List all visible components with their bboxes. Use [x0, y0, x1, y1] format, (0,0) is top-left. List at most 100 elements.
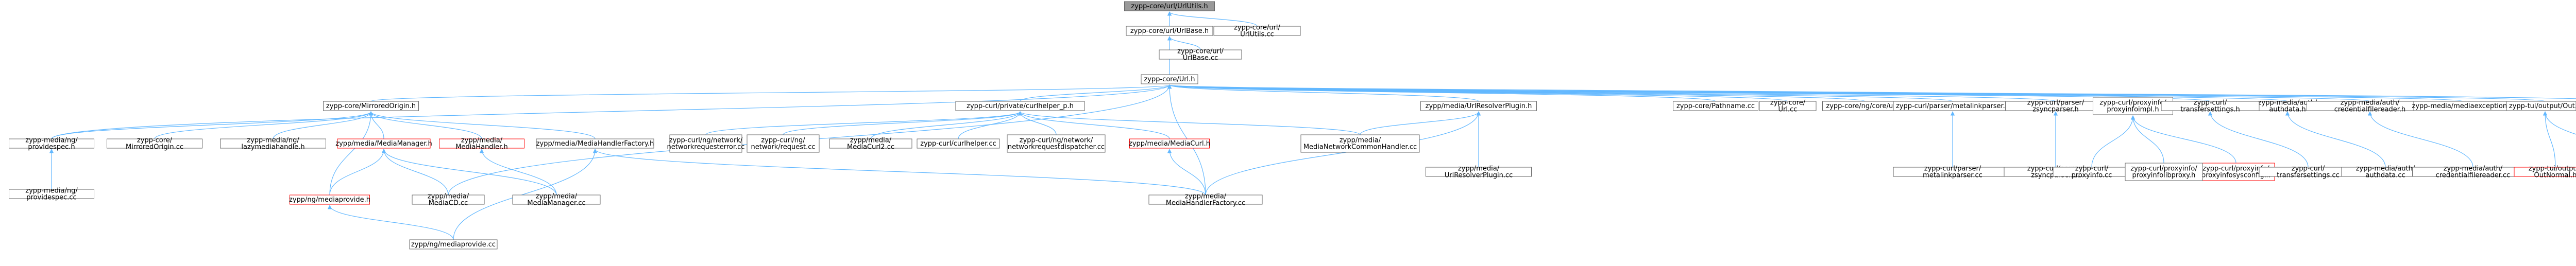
node-box — [1126, 26, 1213, 36]
node-label: zypp-curl/ng/network/networkrequesterror… — [667, 137, 745, 151]
graph-node[interactable]: zypp-curl/parser/metalinkparser.h — [1893, 101, 2012, 111]
graph-node[interactable]: zypp-media/mediaexception.h — [2412, 101, 2514, 111]
dependency-edge — [1205, 111, 1481, 196]
node-box — [412, 194, 485, 205]
graph-node[interactable]: zypp/media/MediaHandlerFactory.h — [536, 138, 654, 149]
graph-node[interactable]: zypp-curl/proxyinfo/proxyinfoimpl.h — [2093, 97, 2173, 115]
graph-node[interactable]: zypp/media/UrlResolverPlugin.cc — [1426, 165, 1532, 180]
node-box — [1300, 134, 1420, 153]
node-box — [829, 138, 912, 149]
node-label: zypp/media/MediaHandler.h — [455, 137, 507, 151]
dependency-edge — [2543, 111, 2556, 168]
dependency-edge — [1018, 111, 1057, 135]
node-box — [9, 138, 94, 149]
dependency-edge — [1167, 11, 1258, 27]
dependency-edge — [1167, 84, 1479, 102]
dependency-edge — [2285, 111, 2386, 168]
graph-node[interactable]: zypp/media/MediaHandler.h — [439, 137, 524, 151]
graph-node[interactable]: zypp-core/MirroredOrigin.cc — [107, 137, 202, 151]
node-label: zypp/media/MediaManager.cc — [527, 193, 585, 207]
graph-node[interactable]: zypp-curl/ng/network/networkrequestdispa… — [1007, 134, 1106, 153]
graph-node[interactable]: zypp/ng/mediaprovide.h — [289, 194, 370, 205]
graph-node[interactable]: zypp/media/MediaCurl.h — [1129, 138, 1210, 149]
graph-node[interactable]: zypp-media/auth/credentialfilereader.h — [2307, 99, 2433, 114]
graph-node[interactable]: zypp/media/MediaHandlerFactory.cc — [1148, 193, 1263, 207]
node-box — [1420, 101, 1537, 111]
graph-node[interactable]: zypp-curl/parser/metalinkparser.cc — [1893, 165, 2012, 180]
graph-node[interactable]: zypp-curl/private/curlhelper_p.h — [955, 101, 1085, 111]
node-box — [1426, 167, 1532, 177]
node-box — [323, 101, 419, 111]
node-label: zypp-core/MirroredOrigin.cc — [126, 137, 183, 151]
node-box — [1673, 101, 1758, 111]
graph-node[interactable]: zypp-media/auth/authdata.cc — [2341, 165, 2430, 180]
graph-node[interactable]: zypp/ng/mediaprovide.cc — [409, 239, 498, 250]
graph-node[interactable]: zypp-core/url/UrlBase.h — [1126, 26, 1213, 36]
dependency-edge — [1018, 111, 1170, 139]
graph-node[interactable]: zypp-curl/ng/network/request.cc — [747, 134, 820, 153]
graph-node[interactable]: zypp-core/url/UrlBase.cc — [1159, 48, 1242, 62]
node-box — [2125, 163, 2203, 181]
graph-node[interactable]: zypp-curl/transfersettings.cc — [2259, 165, 2358, 180]
dependency-edge — [370, 84, 1172, 102]
graph-node[interactable]: zypp-core/MirroredOrigin.h — [323, 101, 419, 111]
graph-node[interactable]: zypp-curl/proxyinfo/proxyinfolibproxy.h — [2125, 163, 2203, 181]
node-label: zypp-media/auth/credentialfilereader.cc — [2436, 165, 2511, 180]
dependency-edge — [381, 149, 449, 196]
node-box — [955, 101, 1085, 111]
graph-node[interactable]: zypp-curl/curlhelper.cc — [917, 138, 1000, 149]
graph-node[interactable]: zypp-core/Pathname.cc — [1673, 101, 1758, 111]
graph-node[interactable]: zypp-media/ng/lazymediahandle.h — [220, 137, 326, 151]
node-label: zypp-tui/output/OutNormal.h — [2529, 165, 2576, 180]
graph-node[interactable]: zypp-core/ng/core/url.h — [1822, 101, 1908, 111]
node-label: zypp/media/MediaCurl2.cc — [847, 137, 894, 151]
node-box — [1141, 74, 1198, 84]
dependency-edge — [1168, 84, 2576, 99]
node-label: zypp-curl/proxyinfo/proxyinfosysconfig.h — [2201, 165, 2270, 180]
graph-node[interactable]: zypp-core/url/UrlUtils.cc — [1213, 24, 1301, 39]
node-box — [107, 138, 202, 149]
node-label: zypp/media/MediaManager.h — [335, 140, 432, 148]
graph-node[interactable]: zypp/media/MediaManager.h — [335, 138, 432, 149]
dependency-edge — [329, 111, 374, 196]
node-label: zypp-core/url/UrlUtils.cc — [1234, 24, 1280, 39]
graph-node[interactable]: zypp-curl/parser/zsyncparser.h — [2005, 99, 2106, 114]
node-box — [290, 194, 370, 205]
node-label: zypp/media/MediaCD.cc — [428, 193, 469, 207]
dependency-edge — [1018, 111, 1361, 135]
graph-node[interactable]: zypp-media/ng/providespec.h — [9, 137, 94, 151]
graph-node[interactable]: zypp/media/UrlResolverPlugin.h — [1420, 101, 1537, 111]
graph-node[interactable]: zypp/media/MediaCD.cc — [412, 193, 485, 207]
graph-node[interactable]: zypp-curl/ng/network/networkrequesterror… — [667, 134, 745, 153]
dependency-edge — [154, 111, 374, 139]
graph-node[interactable]: zypp-core/Url.h — [1141, 74, 1198, 84]
dependency-edge — [1167, 149, 1206, 196]
graph-node[interactable]: zypp/media/MediaNetworkCommonHandler.cc — [1300, 134, 1420, 153]
dependency-edge — [870, 111, 1023, 139]
node-label: zypp-curl/proxyinfo/proxyinfoimpl.h — [2099, 99, 2166, 114]
graph-node[interactable]: zypp/media/MediaCurl2.cc — [829, 137, 912, 151]
dependency-edge — [593, 149, 1206, 196]
graph-node[interactable]: zypp-curl/transfersettings.h — [2161, 99, 2260, 114]
dependency-edge — [327, 205, 454, 240]
node-label: zypp-media/auth/authdata.h — [2258, 99, 2317, 114]
node-label: zypp-core/ng/core/url.h — [1826, 102, 1904, 110]
graph-node[interactable]: zypp-curl/proxyinfo.cc — [2053, 165, 2131, 180]
graph-node[interactable]: zypp-tui/output/Out.h — [2506, 101, 2576, 111]
node-box — [917, 138, 1000, 149]
dependency-edge — [51, 84, 1172, 139]
graph-node[interactable]: zypp-media/ng/providespec.cc — [9, 187, 94, 202]
dependency-edge — [1360, 111, 1481, 135]
node-box — [1124, 1, 1215, 11]
graph-node[interactable]: zypp-tui/output/OutNormal.h — [2514, 165, 2576, 180]
graph-node[interactable]: zypp-media/auth/credentialfilereader.cc — [2412, 165, 2534, 180]
dependency-edge — [2091, 115, 2136, 168]
node-box — [1759, 101, 1817, 111]
node-label: zypp-core/Pathname.cc — [1676, 102, 1755, 110]
graph-node[interactable]: zypp-core/Url.cc — [1759, 99, 1817, 114]
node-label: zypp/ng/mediaprovide.cc — [411, 241, 496, 249]
node-label: zypp/media/MediaHandlerFactory.cc — [1166, 193, 1245, 207]
node-box — [1213, 26, 1301, 36]
dependency-edge — [51, 111, 374, 139]
graph-node[interactable]: zypp/media/MediaManager.cc — [512, 193, 601, 207]
